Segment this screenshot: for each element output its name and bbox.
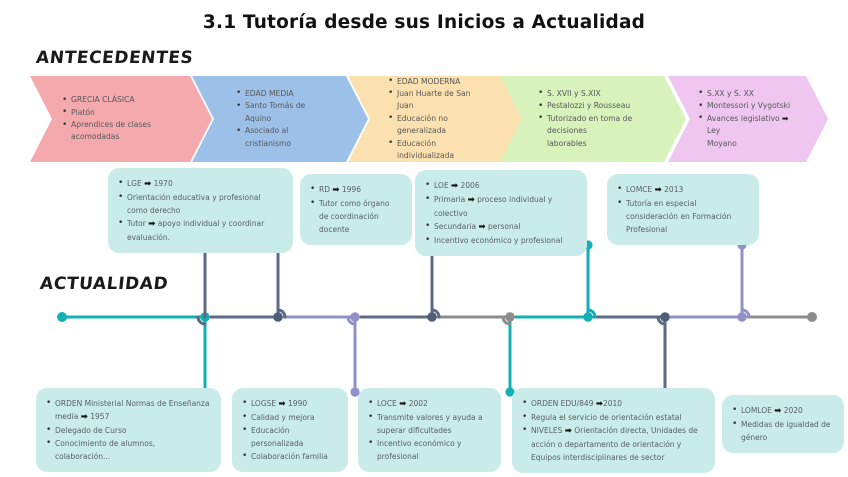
timeline-card-orden-1957[interactable]: ORDEN Ministerial Normas de Enseñanza me… (36, 388, 221, 472)
chevron-item: S.XX y S. XX (698, 87, 798, 100)
timeline-hook (740, 308, 751, 319)
chevron-item: Montessori y Vygotski (698, 100, 798, 113)
card-item: LGE ➡ 1970 (118, 177, 282, 191)
chevron-item: Platón (62, 106, 174, 119)
timeline-node[interactable] (350, 312, 360, 322)
card-item: ORDEN EDU/849 ➡2010 (522, 397, 704, 411)
chevron-item: EDAD MODERNA (388, 75, 480, 88)
timeline-node[interactable] (737, 312, 747, 322)
timeline-card-orden-edu-2010[interactable]: ORDEN EDU/849 ➡2010 Regula el servicio d… (512, 388, 715, 473)
timeline-hook (586, 308, 597, 319)
timeline-hook (501, 315, 512, 326)
card-item: Transmite valores y ayuda a superar difi… (368, 411, 490, 437)
card-item: LOE ➡ 2006 (425, 179, 576, 193)
card-item: Regula el servicio de orientación estata… (522, 411, 704, 424)
card-item: Tutoría en especial consideración en For… (617, 197, 748, 236)
card-item: LOMCE ➡ 2013 (617, 183, 748, 197)
card-item: Medidas de igualdad de género (732, 418, 833, 444)
timeline-node[interactable] (273, 312, 283, 322)
timeline-hook (196, 315, 207, 326)
timeline-card-logse-1990[interactable]: LOGSE ➡ 1990 Calidad y mejora Educación … (232, 388, 348, 472)
chevron-item: EDAD MEDIA (236, 87, 328, 100)
card-item: Primaria ➡ proceso individual y colectiv… (425, 193, 576, 220)
section-label-antecedentes: ANTECEDENTES (34, 48, 195, 68)
chevron-item: S. XVII y S.XIX (538, 87, 642, 100)
timeline-node[interactable] (427, 312, 437, 322)
timeline-hook (276, 308, 287, 319)
chevron-item: Educación individualizada (388, 137, 480, 163)
card-item: Colaboración familia (242, 450, 337, 463)
card-item: ORDEN Ministerial Normas de Enseñanza me… (46, 397, 210, 424)
chevron-item: Aprendices de clases acomodadas (62, 119, 174, 144)
timeline-node[interactable] (807, 312, 817, 322)
card-item: Conocimiento de alumnos, colaboración... (46, 437, 210, 463)
card-item: Tutor ➡ apoyo individual y coordinar eva… (118, 217, 282, 244)
chevron-s-xvii-xix: S. XVII y S.XIX Pestalozzi y Rousseau Tu… (512, 76, 672, 162)
timeline-stem-tip[interactable] (350, 387, 360, 397)
chevron-item: Educación no generalizada (388, 112, 480, 138)
card-item: Secundaria ➡ personal (425, 220, 576, 234)
card-item: Educación personalizada (242, 424, 337, 450)
card-item: Delegado de Curso (46, 424, 210, 437)
chevron-grecia-clasica: GRECIA CLÁSICA Platón Aprendices de clas… (36, 76, 204, 162)
page-title: 3.1 Tutoría desde sus Inicios a Actualid… (202, 12, 646, 33)
card-item: Tutor como órgano de coordinación docent… (310, 197, 401, 236)
timeline-hook (346, 315, 357, 326)
chevron-item: Juan Huarte de San Juan (388, 87, 480, 113)
chevron-edad-media: EDAD MEDIA Santo Tomás de Aquino Asociad… (210, 76, 358, 162)
card-item: LOCE ➡ 2002 (368, 397, 490, 411)
chevron-item: Pestalozzi y Rousseau (538, 100, 642, 113)
timeline-start-node[interactable] (57, 312, 67, 322)
chevron-item: Santo Tomás de Aquino (236, 100, 328, 125)
card-item: RD ➡ 1996 (310, 183, 401, 197)
card-item: Incentivo económico y profesional (425, 234, 576, 247)
card-item: Calidad y mejora (242, 411, 337, 424)
timeline-card-rd-1996[interactable]: RD ➡ 1996 Tutor como órgano de coordinac… (300, 174, 412, 245)
timeline-card-lge-1970[interactable]: LGE ➡ 1970 Orientación educativa y profe… (108, 168, 293, 253)
card-item: LOMLOE ➡ 2020 (732, 404, 833, 418)
timeline-hook (430, 308, 441, 319)
card-item: Incentivo económico y profesional (368, 437, 490, 463)
chevron-edad-moderna: EDAD MODERNA Juan Huarte de San Juan Edu… (362, 75, 510, 163)
chevron-s-xx: S.XX y S. XX Montessori y Vygotski Avanc… (672, 76, 828, 162)
timeline-card-lomloe-2020[interactable]: LOMLOE ➡ 2020 Medidas de igualdad de gén… (722, 395, 844, 453)
card-item: Orientación educativa y profesional como… (118, 191, 282, 217)
timeline-card-loe-2006[interactable]: LOE ➡ 2006 Primaria ➡ proceso individual… (415, 170, 587, 256)
timeline-card-lomce-2013[interactable]: LOMCE ➡ 2013 Tutoría en especial conside… (607, 174, 759, 245)
card-item: LOGSE ➡ 1990 (242, 397, 337, 411)
timeline-card-loce-2002[interactable]: LOCE ➡ 2002 Transmite valores y ayuda a … (358, 388, 501, 472)
timeline-node[interactable] (583, 312, 593, 322)
chevron-item: Avances legislativo ➡ Ley Moyano (698, 112, 798, 150)
chevron-item: GRECIA CLÁSICA (62, 94, 174, 107)
timeline-hook (656, 315, 667, 326)
timeline-node[interactable] (505, 312, 515, 322)
antecedentes-chevron-row: GRECIA CLÁSICA Platón Aprendices de clas… (0, 75, 848, 163)
chevron-item: Asociado al cristianismo (236, 125, 328, 150)
chevron-item: Tutorizado en toma de decisiones laborab… (538, 112, 642, 150)
card-item: NIVELES ➡ Orientación directa, Unidades … (522, 424, 704, 464)
timeline-node[interactable] (660, 312, 670, 322)
